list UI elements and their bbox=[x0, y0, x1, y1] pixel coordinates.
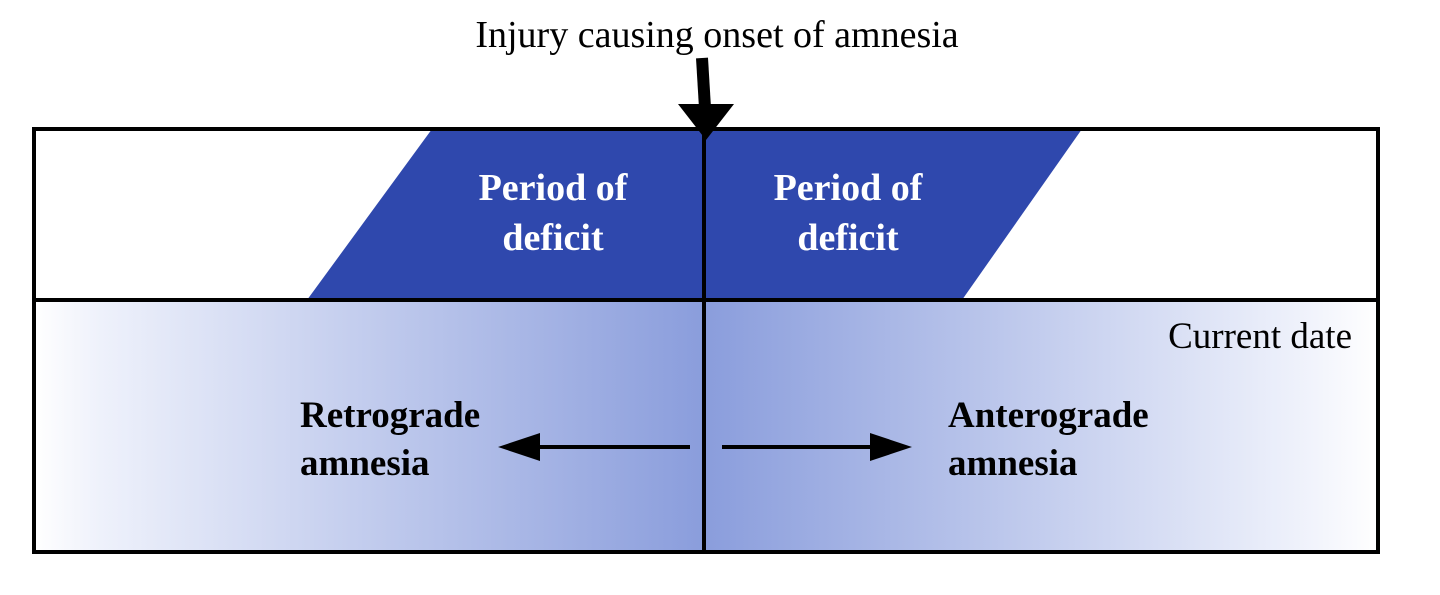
anterograde-amnesia-label: Anterograde amnesia bbox=[948, 392, 1149, 488]
injury-arrow-shaft bbox=[696, 57, 711, 109]
deficit-left-line-1: Period of bbox=[478, 167, 628, 209]
retrograde-line-1: Retrograde bbox=[300, 395, 481, 436]
deficit-parallelogram bbox=[307, 129, 1082, 300]
anterograde-line-2: amnesia bbox=[948, 443, 1078, 484]
retrograde-amnesia-label: Retrograde amnesia bbox=[300, 392, 480, 488]
anterograde-arrow-head bbox=[870, 433, 912, 461]
injury-onset-label: Injury causing onset of amnesia bbox=[475, 14, 959, 56]
anterograde-line-1: Anterograde bbox=[948, 395, 1149, 436]
deficit-label-left: Period of deficit bbox=[423, 163, 683, 263]
current-date-label: Current date bbox=[1168, 316, 1352, 357]
retrograde-arrow-head bbox=[498, 433, 540, 461]
deficit-right-line-1: Period of bbox=[773, 167, 923, 209]
anterograde-gradient-band bbox=[704, 300, 1378, 552]
injury-arrow-head bbox=[678, 104, 734, 140]
retrograde-line-2: amnesia bbox=[300, 443, 430, 484]
deficit-label-right: Period of deficit bbox=[718, 163, 978, 263]
deficit-right-line-2: deficit bbox=[797, 217, 899, 259]
deficit-left-line-2: deficit bbox=[502, 217, 604, 259]
retrograde-gradient-band bbox=[34, 300, 704, 552]
